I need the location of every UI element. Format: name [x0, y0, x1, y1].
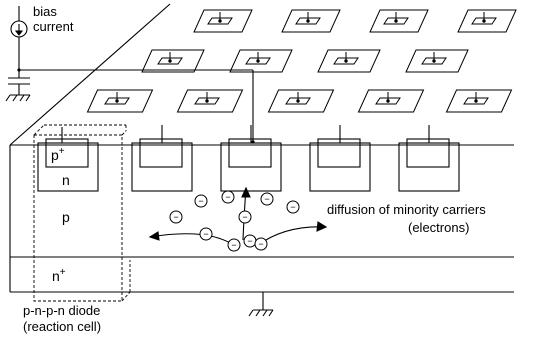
svg-text:−: −: [225, 192, 230, 202]
capacitor-icon: [8, 77, 30, 85]
svg-text:−: −: [198, 196, 203, 206]
electrons: −−−−−−−−−−: [169, 190, 300, 252]
surface-pad: [281, 9, 341, 33]
bias-label-line2: current: [33, 19, 74, 34]
ground-icon: [248, 309, 274, 317]
diode-well: [398, 125, 460, 192]
surface-pad: [229, 49, 293, 73]
surface-pad: [141, 49, 205, 73]
region-label-n-plus: n+: [52, 267, 66, 284]
region-label-p: p: [62, 209, 70, 225]
surface-pad: [267, 89, 335, 113]
svg-text:−: −: [203, 229, 208, 239]
electron-icon: −: [169, 210, 183, 224]
surface-pad: [193, 9, 253, 33]
diode-well: [220, 125, 282, 192]
diode-well: [37, 127, 99, 192]
svg-text:−: −: [173, 212, 178, 222]
region-label-n: n: [62, 172, 70, 188]
substrate-ground: [248, 292, 274, 317]
ground-icon: [5, 94, 31, 102]
electron-icon: −: [227, 238, 241, 252]
surface-pad: [405, 49, 469, 73]
svg-text:−: −: [247, 236, 252, 246]
electron-icon: −: [260, 192, 274, 206]
surface-pads: [86, 9, 517, 113]
electron-icon: −: [199, 227, 213, 241]
diode-outline: [33, 124, 131, 302]
arrow-right: [257, 226, 327, 246]
surface-pad: [357, 89, 425, 113]
svg-text:−: −: [258, 239, 263, 249]
diode-label-line2: (reaction cell): [23, 319, 101, 334]
svg-text:−: −: [290, 202, 295, 212]
top-surface-edge: [9, 3, 171, 146]
current-source-icon: [10, 20, 28, 38]
surface-pad: [369, 9, 429, 33]
diode-well: [131, 125, 193, 192]
region-label-p-plus: p+: [51, 146, 65, 163]
surface-pad: [176, 89, 244, 113]
svg-text:−: −: [264, 194, 269, 204]
electron-icon: −: [194, 194, 208, 208]
diffusion-label-line1: diffusion of minority carriers: [327, 202, 486, 217]
surface-pad: [86, 89, 154, 113]
bias-circuit: [5, 6, 254, 142]
surface-pad: [317, 49, 381, 73]
electron-icon: −: [238, 210, 252, 224]
svg-text:−: −: [242, 212, 247, 222]
diode-well: [309, 125, 371, 192]
surface-pad: [457, 9, 517, 33]
bias-label-line1: bias: [33, 4, 57, 19]
electron-icon: −: [221, 190, 235, 204]
diffusion-label-line2: (electrons): [408, 220, 469, 235]
electron-icon: −: [243, 234, 257, 248]
diode-label-line1: p-n-p-n diode: [23, 303, 100, 318]
wells: [37, 125, 460, 192]
arrow-left: [149, 233, 233, 245]
surface-pad: [445, 89, 513, 113]
electron-icon: −: [286, 200, 300, 214]
svg-text:−: −: [231, 240, 236, 250]
electron-icon: −: [254, 237, 268, 251]
